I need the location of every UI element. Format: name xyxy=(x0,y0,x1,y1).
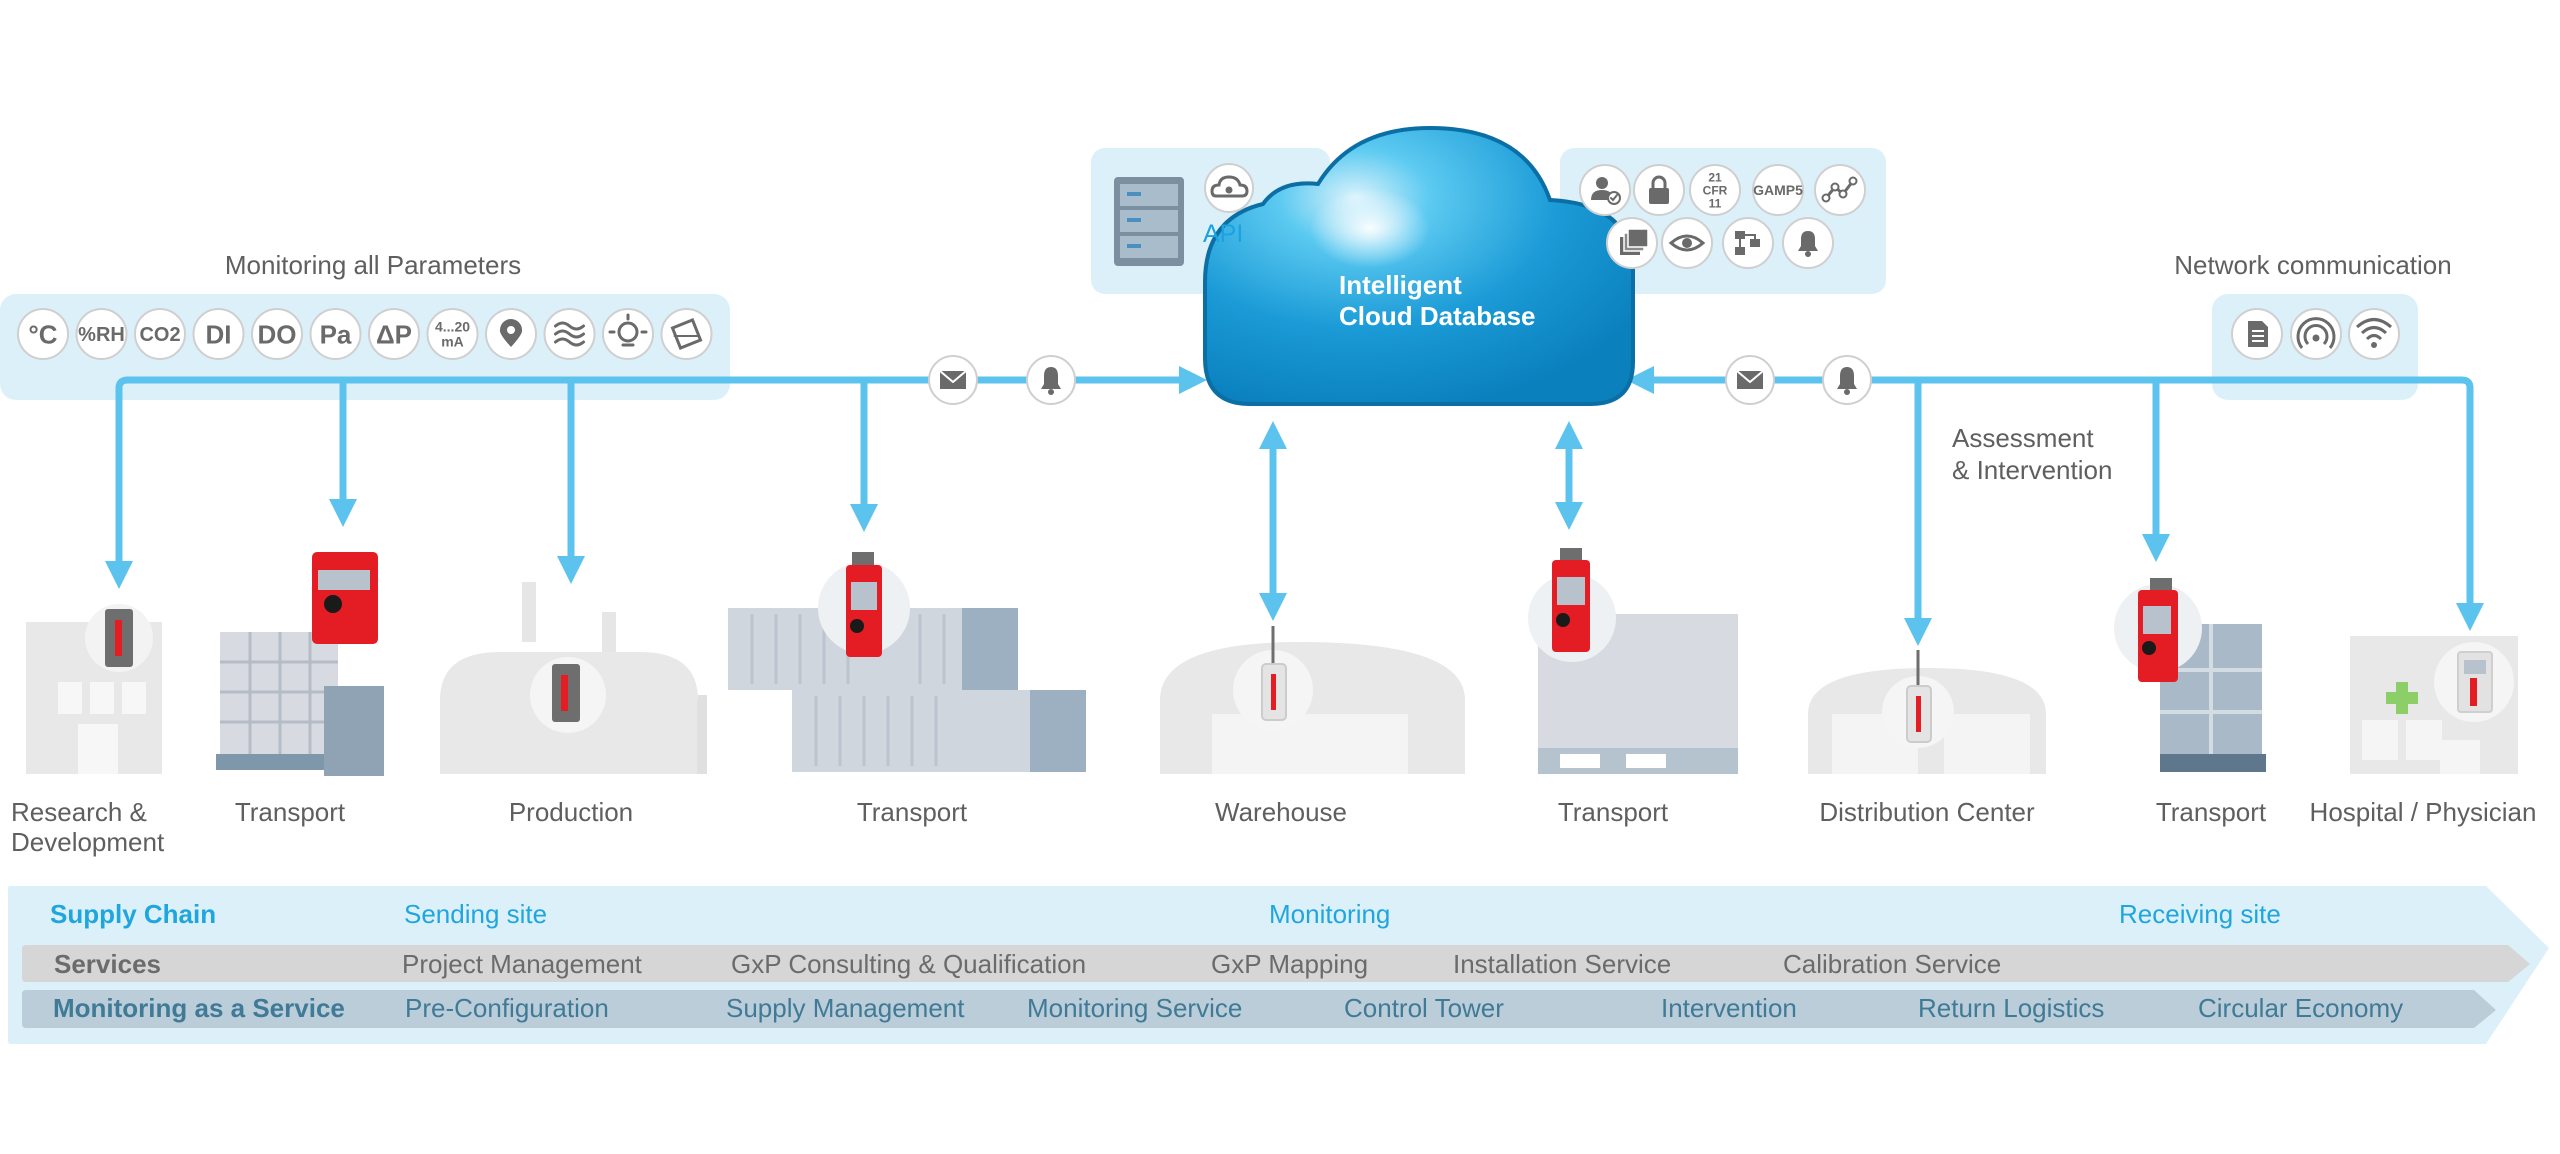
parameters-label: Monitoring all Parameters xyxy=(224,250,522,280)
location-label: Warehouse xyxy=(1215,797,1347,827)
files-icon xyxy=(1606,217,1658,269)
location-label: Research & Development xyxy=(11,797,165,857)
network-icons xyxy=(2231,308,2400,360)
humidity-icon: %RH xyxy=(75,308,128,360)
location-pin-icon xyxy=(485,308,537,360)
cloud-title-line-1: Intelligent xyxy=(1339,270,1462,300)
light-bulb-icon xyxy=(602,308,654,360)
maas-band xyxy=(22,990,2496,1028)
supply-chain-item: Receiving site xyxy=(2119,899,2281,929)
transport-pallet-building xyxy=(216,552,384,776)
maas-item: Control Tower xyxy=(1344,993,1504,1023)
document-icon xyxy=(2231,308,2283,360)
tilt-sensor-icon xyxy=(660,308,713,360)
services-item: Project Management xyxy=(402,949,642,979)
bell-icon xyxy=(1026,355,1076,405)
maas-item: Pre-Configuration xyxy=(405,993,609,1023)
differential-pressure-icon: ΔP xyxy=(368,308,420,360)
research-building xyxy=(26,604,162,774)
services-item: GxP Consulting & Qualification xyxy=(731,949,1087,979)
hospital-building xyxy=(2350,636,2518,774)
radio-signal-icon xyxy=(2290,308,2342,360)
transport-container-building xyxy=(728,552,1086,772)
services-title: Services xyxy=(54,949,161,979)
alarm-bell-icon xyxy=(1782,217,1834,269)
differential-pressure-icon-text: ΔP xyxy=(376,319,412,349)
temperature-icon: °C xyxy=(17,308,69,360)
airflow-icon xyxy=(543,308,596,360)
right-flow-lines xyxy=(1626,366,2484,646)
maas-item: Supply Management xyxy=(726,993,965,1023)
supply-chain-item: Sending site xyxy=(404,899,548,929)
trend-chart-icon xyxy=(1814,164,1866,216)
di-icon: DI xyxy=(192,308,245,360)
location-label: Transport xyxy=(234,797,346,827)
pressure-icon: Pa xyxy=(309,308,362,360)
warehouse-building xyxy=(1160,626,1465,774)
cloud-title-line-2: Cloud Database xyxy=(1339,301,1536,331)
location-label: Hospital / Physician xyxy=(2309,797,2537,827)
do-icon: DO xyxy=(251,308,303,360)
assessment-label: Assessment & Intervention xyxy=(1952,423,2113,485)
di-icon-text: DI xyxy=(206,319,232,349)
maas-item: Intervention xyxy=(1661,993,1797,1023)
distribution-building xyxy=(1808,650,2046,774)
email-icon xyxy=(1725,355,1775,405)
humidity-icon-text: %RH xyxy=(78,324,125,346)
gamp-icon: GAMP5 xyxy=(1752,164,1804,216)
maas-item: Monitoring Service xyxy=(1027,993,1243,1023)
wifi-icon xyxy=(2348,308,2400,360)
services-item: GxP Mapping xyxy=(1211,949,1369,979)
eye-icon xyxy=(1661,217,1713,269)
workflow-icon xyxy=(1722,217,1774,269)
pressure-icon-text: Pa xyxy=(320,319,352,349)
transport-stack-building xyxy=(2114,578,2266,772)
transport-truck-building xyxy=(1528,548,1738,774)
supply-chain-title: Supply Chain xyxy=(50,899,217,929)
maas-item: Return Logistics xyxy=(1918,993,2105,1023)
co2-icon: CO2 xyxy=(134,308,186,360)
supply-chain-item: Monitoring xyxy=(1269,899,1391,929)
left-main-line xyxy=(105,366,1207,589)
location-label: Transport xyxy=(2155,797,2267,827)
location-label: Transport xyxy=(1557,797,1669,827)
bell-icon xyxy=(1822,355,1872,405)
user-approval-icon xyxy=(1579,164,1631,216)
services-item: Calibration Service xyxy=(1783,949,2002,979)
server-icon xyxy=(1114,177,1184,266)
maas-item: Circular Economy xyxy=(2198,993,2404,1023)
production-building xyxy=(440,582,708,774)
network-label: Network communication xyxy=(2174,250,2452,280)
services-item: Installation Service xyxy=(1453,949,1672,979)
right-main-line xyxy=(1626,366,2484,631)
services-band xyxy=(22,945,2530,982)
location-label: Transport xyxy=(856,797,968,827)
location-label: Distribution Center xyxy=(1819,797,2035,827)
maas-title: Monitoring as a Service xyxy=(53,993,345,1023)
co2-icon-text: CO2 xyxy=(139,324,180,346)
email-icon xyxy=(928,355,978,405)
cloud-settings-icon xyxy=(1204,163,1254,213)
left-flow-lines xyxy=(105,366,1583,621)
temperature-icon-text: °C xyxy=(28,319,57,349)
do-icon-text: DO xyxy=(258,319,297,349)
api-label: API xyxy=(1203,220,1244,248)
location-label: Production xyxy=(508,797,634,827)
lock-icon xyxy=(1633,164,1685,216)
cloud-title: Intelligent Cloud Database xyxy=(1339,270,1536,332)
gamp-icon-text: GAMP5 xyxy=(1753,182,1803,198)
